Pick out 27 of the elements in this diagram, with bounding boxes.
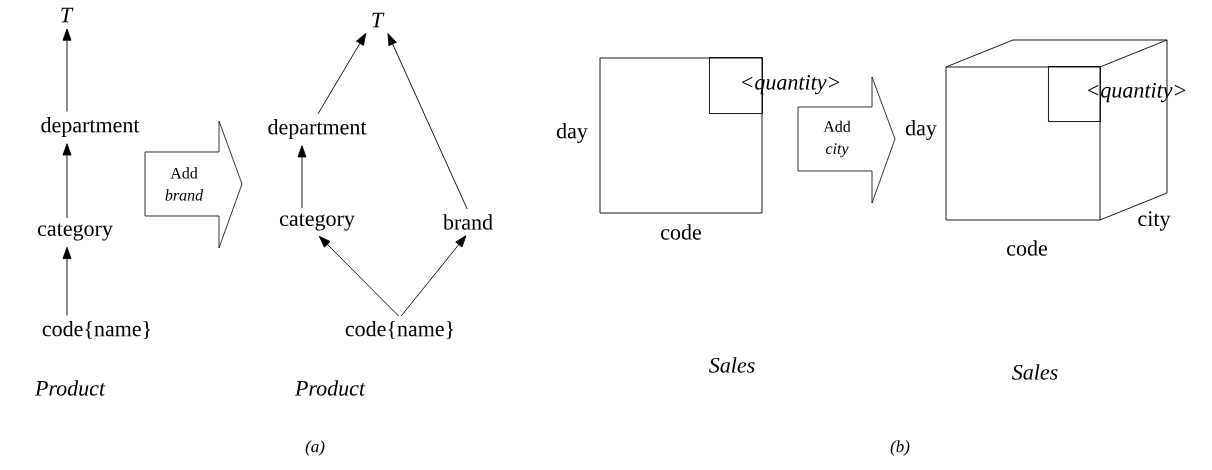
level-label: department <box>268 119 367 139</box>
axis-label: code <box>661 224 701 240</box>
axis-label: code <box>1007 240 1047 256</box>
level-label: code{name} <box>42 320 151 340</box>
axis-label: day <box>556 123 588 143</box>
axis-label: (b) <box>890 440 910 456</box>
axis-label: city <box>1138 211 1171 231</box>
level-label: code{name} <box>345 320 454 340</box>
level-label: department <box>41 117 140 137</box>
axis-label: Product <box>34 380 106 396</box>
arrow <box>400 235 467 317</box>
arrow <box>62 143 72 219</box>
arrow <box>62 28 72 112</box>
level-label: T <box>372 12 385 28</box>
arrow <box>317 33 367 115</box>
arrow <box>318 235 400 317</box>
level-label: brand <box>442 214 493 230</box>
axis-label: Sales <box>709 357 755 373</box>
arrow <box>62 246 72 316</box>
level-label: category <box>38 223 113 241</box>
level-label: T <box>61 7 74 23</box>
arrow <box>387 33 468 210</box>
level-label: category <box>280 213 355 231</box>
axis-label: (a) <box>305 440 325 456</box>
axis-label: Sales <box>1012 364 1058 380</box>
axis-label: Product <box>294 380 366 396</box>
arrow <box>297 145 307 209</box>
